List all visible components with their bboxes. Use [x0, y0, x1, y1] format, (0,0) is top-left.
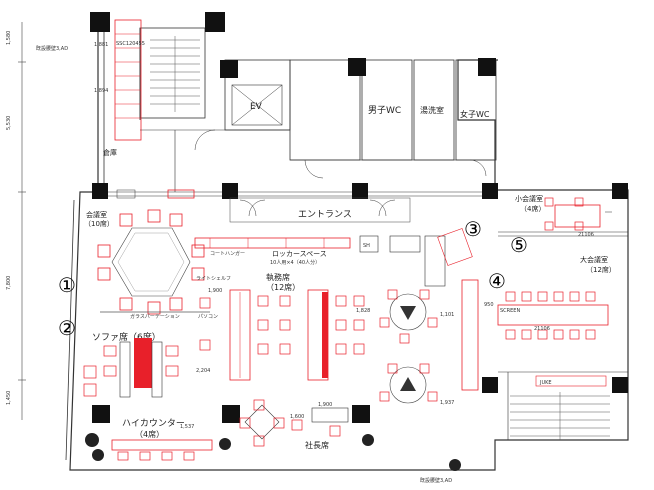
meeting-room: 会議室 （10席） ガラスパーテーション: [84, 209, 210, 320]
callout-5: ⑤: [510, 233, 528, 257]
storage-shelving: SSC120455 1,881 1,894 既設腰壁3,AD: [36, 19, 145, 141]
washroom-label: 湯洗室: [420, 105, 444, 115]
dim-2204: 2,204: [196, 368, 210, 374]
high-counter: ハイカウンター （4席） 1,537: [111, 418, 213, 461]
sofa-area: ソファ席（6席）: [83, 331, 179, 398]
dim-1881: 1,881: [94, 42, 108, 48]
bottom-note: 既設腰壁3,AD: [420, 477, 452, 484]
large-conf-cap: （12席）: [586, 265, 616, 274]
womens-wc-label: 女子WC: [460, 109, 490, 119]
dim-1580: 1,580: [6, 31, 12, 45]
president-label: 社長席: [305, 440, 329, 450]
coat-hanger-label: コートハンガー: [210, 250, 245, 257]
left-dimension-line: 1,580 5,530 7,800 1,450: [6, 22, 26, 420]
dim-1894: 1,894: [94, 88, 108, 94]
light-shelf-label: ライトシェルフ: [196, 276, 231, 282]
dim-21106a: 21106: [578, 232, 594, 238]
work-area: 執務席 （12席） ライトシェルフ パソコン 1,900 1,828 2,204: [196, 272, 370, 381]
structural-columns: [90, 12, 628, 423]
dim-1537: 1,537: [180, 424, 194, 430]
dim-5530: 5,530: [6, 116, 12, 130]
high-counter-cap: （4席）: [135, 429, 164, 439]
small-conf-label: 小会議室: [515, 194, 543, 203]
plants: [85, 433, 461, 471]
glass-partition-label: ガラスパーテーション: [130, 313, 180, 320]
locker-label: ロッカースペース: [272, 250, 327, 258]
stair-bottom-right: [510, 392, 610, 440]
top-left-note: 既設腰壁3,AD: [36, 45, 68, 52]
large-conf-label: 大会議室: [580, 255, 608, 264]
sh-label: SH: [363, 243, 370, 249]
meeting-label: 会議室: [86, 210, 107, 219]
ev-label: EV: [250, 102, 263, 112]
dim-1900b: 1,900: [318, 402, 332, 408]
dim-1101: 1,101: [440, 312, 454, 318]
large-conference-room: 大会議室 （12席） 21106 JUKE: [497, 255, 616, 387]
entrance: エントランス: [116, 189, 411, 223]
dim-1600: 1,600: [290, 414, 304, 420]
small-conference-room: 小会議室 （4席） 21106: [515, 194, 612, 238]
president-area: 1,900 社長席 1,600: [239, 399, 349, 450]
callout-1: ①: [58, 273, 76, 297]
round-tables: 1,101 1,937: [379, 289, 454, 406]
meeting-cap: （10席）: [84, 219, 114, 228]
small-conf-cap: （4席）: [520, 204, 545, 213]
work-cap: （12席）: [266, 282, 300, 292]
juke-label: JUKE: [539, 380, 552, 386]
work-chairs: [199, 295, 365, 355]
mens-wc-label: 男子WC: [368, 105, 401, 116]
core-area: EV 男子WC 湯洗室 女子WC 倉庫: [103, 27, 497, 192]
screen-wall: SCREEN 950: [437, 228, 520, 391]
ssc-label: SSC120455: [116, 41, 145, 47]
callouts: ① ② ③ ④ ⑤: [58, 217, 528, 340]
callout-3: ③: [464, 217, 482, 241]
work-label: 執務席: [266, 272, 290, 282]
dim-21106b: 21106: [534, 326, 550, 332]
meeting-table: [111, 227, 191, 297]
callout-2: ②: [58, 316, 76, 340]
entrance-label: エントランス: [298, 209, 352, 220]
dim-1937: 1,937: [440, 400, 454, 406]
dim-950: 950: [484, 302, 494, 308]
storage-label: 倉庫: [103, 148, 117, 157]
pc-label: パソコン: [198, 314, 218, 320]
dim-1900a: 1,900: [208, 288, 222, 294]
locker-sub: 10人用×4（40人分）: [270, 259, 320, 266]
dim-1828: 1,828: [356, 308, 370, 314]
callout-4: ④: [488, 269, 506, 293]
screen-label: SCREEN: [500, 308, 520, 314]
dim-7800: 7,800: [6, 276, 12, 290]
dim-1450: 1,450: [6, 391, 12, 405]
locker-space: コートハンガー ロッカースペース 10人用×4（40人分） SH: [194, 235, 446, 287]
meeting-chairs: [97, 209, 205, 315]
high-counter-label: ハイカウンター: [122, 418, 185, 429]
outer-walls: [65, 22, 629, 471]
